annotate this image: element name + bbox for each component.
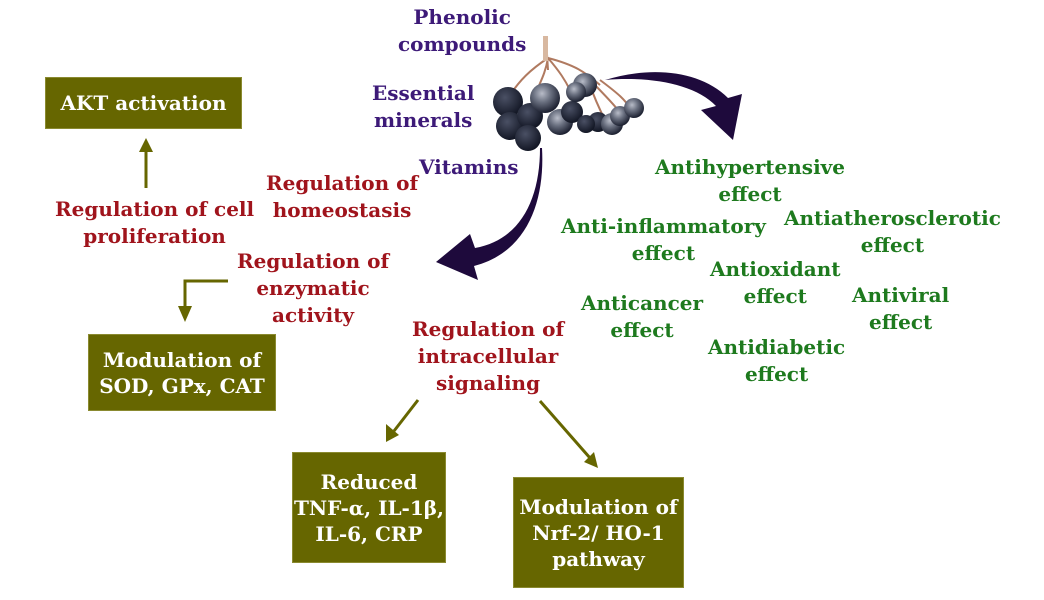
- box-reduced-cytokines: Reduced TNF-α, IL-1β, IL-6, CRP: [292, 452, 446, 563]
- label-line: signaling: [436, 371, 541, 395]
- label-line: Essential: [372, 81, 475, 105]
- label-line: proliferation: [83, 224, 226, 248]
- effect-antidiabetic: Antidiabetic effect: [708, 334, 845, 388]
- label-line: homeostasis: [272, 198, 412, 222]
- label-line: effect: [744, 362, 809, 386]
- box-line: TNF-α, IL-1β,: [294, 495, 444, 520]
- label-line: Regulation of: [266, 171, 419, 195]
- box-line: AKT activation: [60, 91, 227, 115]
- box-modulation-sod-gpx-cat: Modulation of SOD, GPx, CAT: [88, 334, 276, 411]
- box-akt-activation: AKT activation: [45, 77, 242, 129]
- box-line: Reduced: [320, 469, 418, 494]
- label-line: enzymatic: [256, 276, 370, 300]
- source-vitamins: Vitamins: [419, 155, 519, 179]
- effect-anti-inflammatory: Anti-inflammatory effect: [561, 213, 766, 267]
- label-line: Antioxidant: [710, 257, 841, 281]
- source-phenolic-compounds: Phenolic compounds: [398, 4, 526, 58]
- arrow-to-sod: [183, 279, 228, 310]
- label-line: effect: [860, 233, 925, 257]
- label-line: Regulation of cell: [55, 197, 255, 221]
- big-arrow-to-mechanisms: [436, 148, 543, 280]
- mechanism-enzymatic-activity: Regulation of enzymatic activity: [237, 248, 389, 329]
- effect-anticancer: Anticancer effect: [581, 290, 703, 344]
- box-line: Modulation of: [102, 347, 262, 372]
- label-line: effect: [610, 318, 674, 342]
- label-line: Antidiabetic: [708, 335, 846, 359]
- box-line: IL-6, CRP: [315, 521, 423, 546]
- mechanism-cell-proliferation: Regulation of cell proliferation: [55, 196, 254, 250]
- aronia-berry-cluster-image: [493, 36, 644, 151]
- label-line: effect: [631, 241, 696, 265]
- effect-antihypertensive: Antihypertensive effect: [655, 154, 845, 208]
- label-line: Antiviral: [852, 283, 950, 307]
- box-line: Nrf-2/ HO-1: [532, 520, 665, 545]
- label-line: Regulation of: [412, 317, 565, 341]
- effect-antiviral: Antiviral effect: [852, 282, 949, 336]
- arrow-to-nrf: [538, 400, 592, 459]
- big-arrow-to-effects: [605, 72, 742, 140]
- label-line: effect: [868, 310, 933, 334]
- box-line: SOD, GPx, CAT: [99, 373, 265, 398]
- box-line: Modulation of: [519, 494, 678, 519]
- label-line: compounds: [398, 32, 527, 56]
- mechanism-homeostasis: Regulation of homeostasis: [266, 170, 418, 224]
- label-line: Antihypertensive: [655, 155, 846, 179]
- source-essential-minerals: Essential minerals: [372, 80, 474, 134]
- label-line: Regulation of: [237, 249, 390, 273]
- label-line: effect: [743, 284, 807, 308]
- label-line: intracellular: [417, 344, 559, 368]
- mechanism-intracellular-signaling: Regulation of intracellular signaling: [412, 316, 564, 397]
- arrow-to-reduced: [392, 399, 420, 432]
- label-line: Phenolic: [413, 5, 511, 29]
- box-line: pathway: [552, 546, 645, 571]
- label-line: Antiatherosclerotic: [784, 206, 1001, 230]
- box-modulation-nrf2-ho1: Modulation of Nrf-2/ HO-1 pathway: [513, 477, 684, 588]
- label-line: activity: [272, 303, 355, 327]
- small-arrows: [139, 138, 598, 468]
- label-line: Anti-inflammatory: [561, 214, 766, 238]
- label-line: minerals: [374, 108, 473, 132]
- effect-antiatherosclerotic: Antiatherosclerotic effect: [784, 205, 1001, 259]
- effect-antioxidant: Antioxidant effect: [710, 256, 840, 310]
- label-line: effect: [718, 182, 782, 206]
- label-line: Anticancer: [581, 291, 704, 315]
